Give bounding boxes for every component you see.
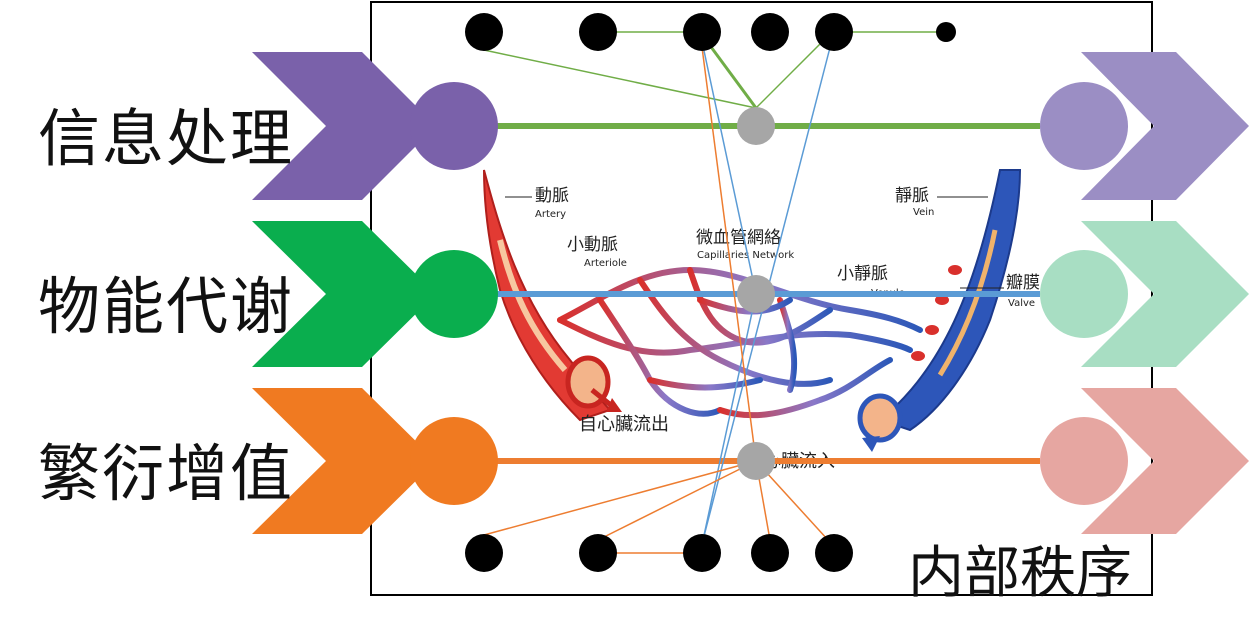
right-circle-3 xyxy=(1040,417,1128,505)
right-chevron-2 xyxy=(1081,221,1249,367)
node xyxy=(683,534,721,572)
node xyxy=(579,13,617,51)
node xyxy=(751,534,789,572)
venule-label: 小靜脈 xyxy=(837,264,888,284)
right-circle-2 xyxy=(1040,250,1128,338)
row-label-metabolism: 物能代谢 xyxy=(38,270,295,343)
bottom-nodes xyxy=(465,534,853,572)
node xyxy=(936,22,956,42)
left-chevron-1 xyxy=(252,52,436,200)
row-label-reproduction: 繁衍增值 xyxy=(38,437,295,510)
internal-order-label: 内部秩序 xyxy=(908,541,1132,606)
node xyxy=(465,13,503,51)
vein-en-label: Vein xyxy=(913,207,934,218)
top-nodes xyxy=(465,13,956,51)
left-circle-1 xyxy=(410,82,498,170)
out-of-heart-label: 自心臟流出 xyxy=(579,414,669,435)
vessel-illustration: 動脈 Artery 小動脈 Arteriole 微血管網絡 Capillarie… xyxy=(483,169,1040,472)
node xyxy=(683,13,721,51)
capillaries-en-label: Capillaries Network xyxy=(697,250,794,261)
valve-en-label: Valve xyxy=(1008,298,1035,309)
right-chevrons xyxy=(1040,52,1249,534)
network-lines xyxy=(483,31,946,554)
artery-en-label: Artery xyxy=(535,209,566,220)
node xyxy=(465,534,503,572)
capillaries-label: 微血管網絡 xyxy=(696,228,781,248)
arteriole-label: 小動脈 xyxy=(567,235,618,255)
node xyxy=(815,534,853,572)
left-chevrons xyxy=(252,52,498,534)
node xyxy=(751,13,789,51)
row-label-info-processing: 信息处理 xyxy=(38,102,295,175)
left-circle-2 xyxy=(410,250,498,338)
hub-node-2 xyxy=(737,275,775,313)
vein-opening xyxy=(857,393,903,443)
left-circle-3 xyxy=(410,417,498,505)
artery-label: 動脈 xyxy=(535,186,569,206)
node xyxy=(579,534,617,572)
node xyxy=(815,13,853,51)
left-chevron-3 xyxy=(252,388,436,534)
hub-node-3 xyxy=(737,442,775,480)
arteriole-en-label: Arteriole xyxy=(584,258,627,269)
right-chevron-1 xyxy=(1081,52,1249,200)
left-chevron-2 xyxy=(252,221,436,367)
hub-node-1 xyxy=(737,107,775,145)
vein-label: 靜脈 xyxy=(895,186,929,206)
valve-label: 瓣膜 xyxy=(1006,273,1040,293)
right-circle-1 xyxy=(1040,82,1128,170)
right-chevron-3 xyxy=(1081,388,1249,534)
vein-shape xyxy=(877,169,1022,432)
